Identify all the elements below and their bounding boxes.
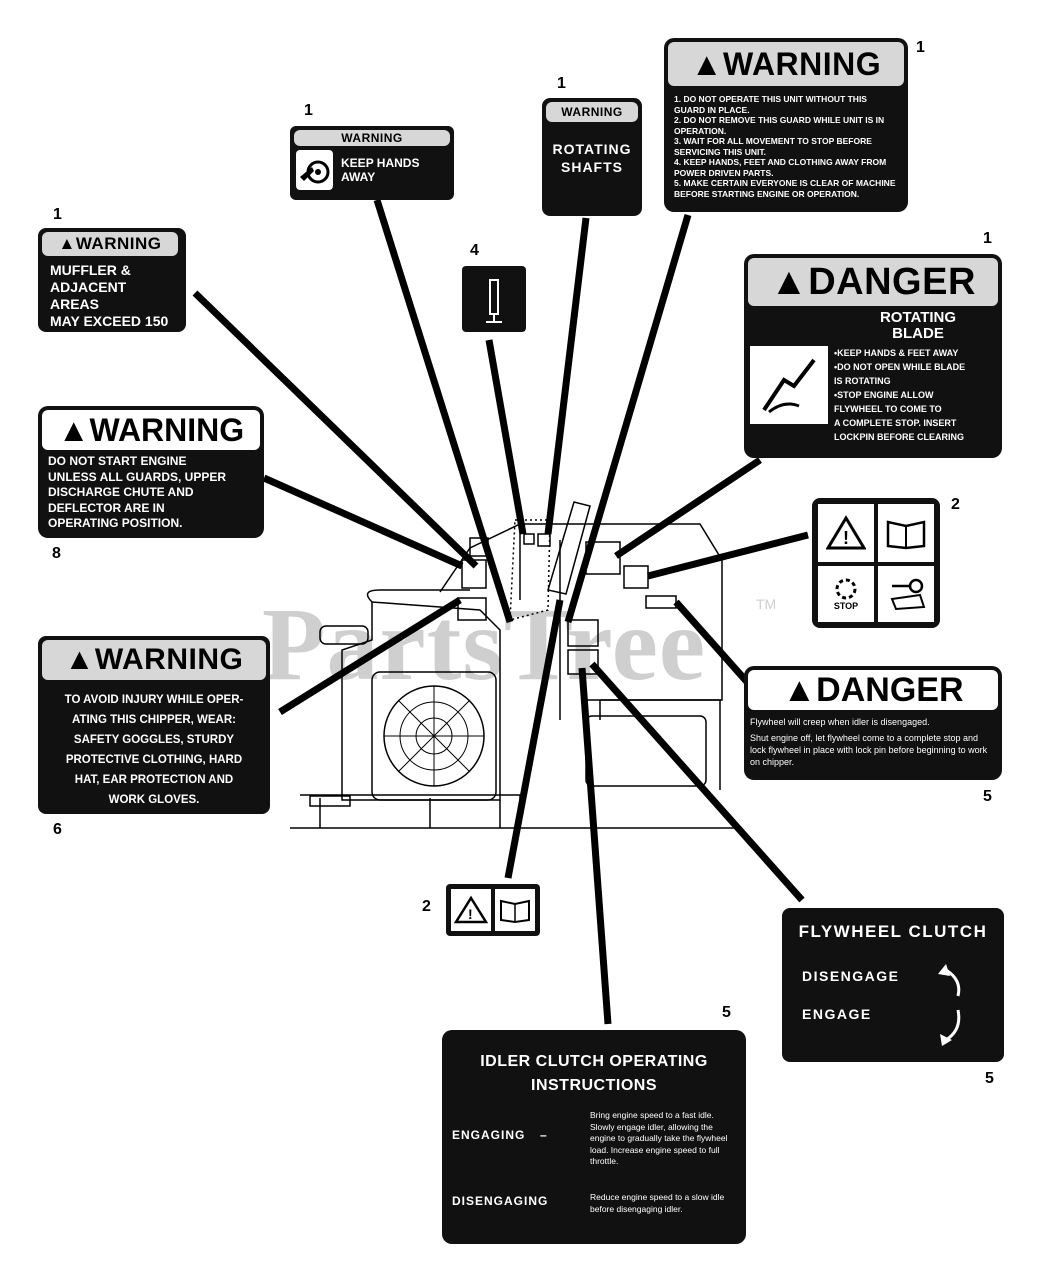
decal-title: FLYWHEEL CLUTCH <box>798 922 988 941</box>
decal-danger-flywheel: ▲DANGER Flywheel will creep when idler i… <box>744 666 1002 780</box>
warning-triangle-icon: ! <box>818 504 874 562</box>
leader-lines <box>192 198 809 1025</box>
key-manual-icon <box>878 566 934 622</box>
guard-item: 4. KEEP HANDS, FEET AND CLOTHING AWAY FR… <box>674 157 887 178</box>
decal-text: BLADE <box>892 325 944 342</box>
guard-item: 1. DO NOT OPERATE THIS UNIT WITHOUT THIS… <box>674 94 867 115</box>
danger-header: ▲DANGER <box>748 258 998 306</box>
hand-blade-icon <box>750 346 828 424</box>
decal-text: ADJACENT AREAS <box>50 279 127 312</box>
callout-number: 1 <box>557 75 566 92</box>
decal-rotating-shafts: WARNING ROTATING SHAFTS <box>542 98 642 216</box>
decal-text: TO AVOID INJURY WHILE OPER- <box>64 694 244 706</box>
decal-text: KEEP HANDS AWAY <box>341 156 420 184</box>
callout-number: 6 <box>53 821 62 838</box>
danger-header: ▲DANGER <box>748 670 998 710</box>
warning-header: ▲WARNING <box>42 232 178 256</box>
decal-text: WORK GLOVES. <box>108 794 200 806</box>
decal-start-engine-warning: ▲WARNING DO NOT START ENGINE UNLESS ALL … <box>38 406 264 538</box>
decal-text: •STOP ENGINE ALLOW <box>834 390 934 400</box>
svg-text:!: ! <box>843 528 849 548</box>
guard-item: 2. DO NOT REMOVE THIS GUARD WHILE UNIT I… <box>674 115 885 136</box>
decal-text: DO NOT START ENGINE <box>48 454 187 468</box>
warning-triangle-icon: ! <box>451 889 491 931</box>
warning-header: ▲WARNING <box>42 410 260 450</box>
decal-text: OPERATING POSITION. <box>48 516 183 530</box>
part-4-icon <box>486 279 502 323</box>
discharge-chute <box>547 501 591 595</box>
manual-book-icon <box>495 889 535 931</box>
disengaging-label: DISENGAGING <box>452 1194 549 1208</box>
decal-guard-warning: ▲WARNING 1. DO NOT OPERATE THIS UNIT WIT… <box>664 38 908 212</box>
callout-number: 2 <box>951 496 960 513</box>
decal-text: UNLESS ALL GUARDS, UPPER <box>48 469 227 484</box>
guard-item: 3. WAIT FOR ALL MOVEMENT TO STOP BEFORE … <box>674 136 872 157</box>
decal-flywheel-clutch: FLYWHEEL CLUTCH DISENGAGE ENGAGE <box>782 908 1004 1062</box>
warning-header: ▲WARNING <box>668 42 904 86</box>
decal-chipper-warning: ▲WARNING TO AVOID INJURY WHILE OPER- ATI… <box>38 636 270 814</box>
decal-idler-clutch-instructions: IDLER CLUTCH OPERATING INSTRUCTIONS ENGA… <box>442 1030 746 1244</box>
engage-label: ENGAGE <box>802 1006 872 1022</box>
callout-number: 1 <box>304 102 313 119</box>
decal-text: A COMPLETE STOP. INSERT <box>834 418 957 428</box>
engaging-text: Bring engine speed to a fast idle. Slowl… <box>590 1110 728 1166</box>
warning-header: ▲WARNING <box>42 640 266 680</box>
hand-gear-icon <box>296 150 334 190</box>
decal-text: PROTECTIVE CLOTHING, HARD <box>65 754 243 766</box>
decal-text: FLYWHEEL TO COME TO <box>834 404 942 414</box>
watermark-tm: TM <box>756 596 777 612</box>
decal-text: •DO NOT OPEN WHILE BLADE <box>834 362 966 372</box>
disengage-label: DISENGAGE <box>802 968 900 984</box>
decal-text: Shut engine off, let flywheel come to a … <box>750 733 988 767</box>
decal-muffler-warning: ▲WARNING MUFFLER & ADJACENT AREAS MAY EX… <box>38 228 186 332</box>
decal-text: Flywheel will creep when idler is diseng… <box>750 717 930 727</box>
dash: – <box>540 1128 547 1142</box>
decal-text: SHAFTS <box>561 159 623 175</box>
decal-text: DEFLECTOR ARE IN <box>48 500 165 515</box>
decal-keep-hands-away: WARNING KEEP HANDS AWAY <box>290 126 454 200</box>
decal-text: •KEEP HANDS & FEET AWAY <box>834 348 959 358</box>
decal-title: INSTRUCTIONS <box>531 1077 657 1094</box>
decal-danger-rotating-blade: ▲DANGER ROTATING BLADE •KEEP HANDS & FEE… <box>744 254 1002 458</box>
decal-text: ROTATING <box>552 141 632 157</box>
engine-shroud <box>371 671 497 801</box>
callout-number: 5 <box>983 788 992 805</box>
curved-arrows-icon <box>938 964 961 1046</box>
disengaging-text: Reduce engine speed to a slow idle befor… <box>590 1192 725 1214</box>
decal-text: LOCKPIN BEFORE CLEARING <box>834 432 965 442</box>
decal-text: IS ROTATING <box>834 376 891 386</box>
decal-safety-symbols-small: ! <box>446 884 540 936</box>
guard-item: 5. MAKE CERTAIN EVERYONE IS CLEAR OF MAC… <box>674 178 896 199</box>
manual-book-icon <box>878 504 934 562</box>
decal-text: HAT, EAR PROTECTION AND <box>74 774 234 786</box>
decal-text: DISCHARGE CHUTE AND <box>48 485 194 499</box>
svg-text:!: ! <box>468 906 473 922</box>
decal-text: ATING THIS CHIPPER, WEAR: <box>72 714 236 726</box>
engaging-label: ENGAGING <box>452 1128 526 1142</box>
callout-number: 1 <box>916 39 925 56</box>
decal-part-4 <box>462 266 526 332</box>
callout-number: 1 <box>53 206 62 223</box>
callout-number: 5 <box>722 1004 731 1021</box>
callout-number: 2 <box>422 898 431 915</box>
callout-number: 8 <box>52 545 61 562</box>
callout-number: 4 <box>470 242 479 259</box>
warning-header: WARNING <box>294 130 450 146</box>
stop-blade-icon: STOP <box>818 566 874 622</box>
callout-number: 1 <box>983 230 992 247</box>
callout-number: 5 <box>985 1070 994 1087</box>
engine-outline <box>341 601 501 801</box>
decal-text: MAY EXCEED 150 F. <box>50 313 169 332</box>
warning-header: WARNING <box>546 102 638 122</box>
decal-title: IDLER CLUTCH OPERATING <box>480 1053 708 1070</box>
decal-text: MUFFLER & <box>50 262 131 278</box>
decal-safety-symbols: ! STOP <box>812 498 940 628</box>
decal-text: SAFETY GOGGLES, STURDY <box>73 734 235 746</box>
decal-text: ROTATING <box>879 309 957 326</box>
